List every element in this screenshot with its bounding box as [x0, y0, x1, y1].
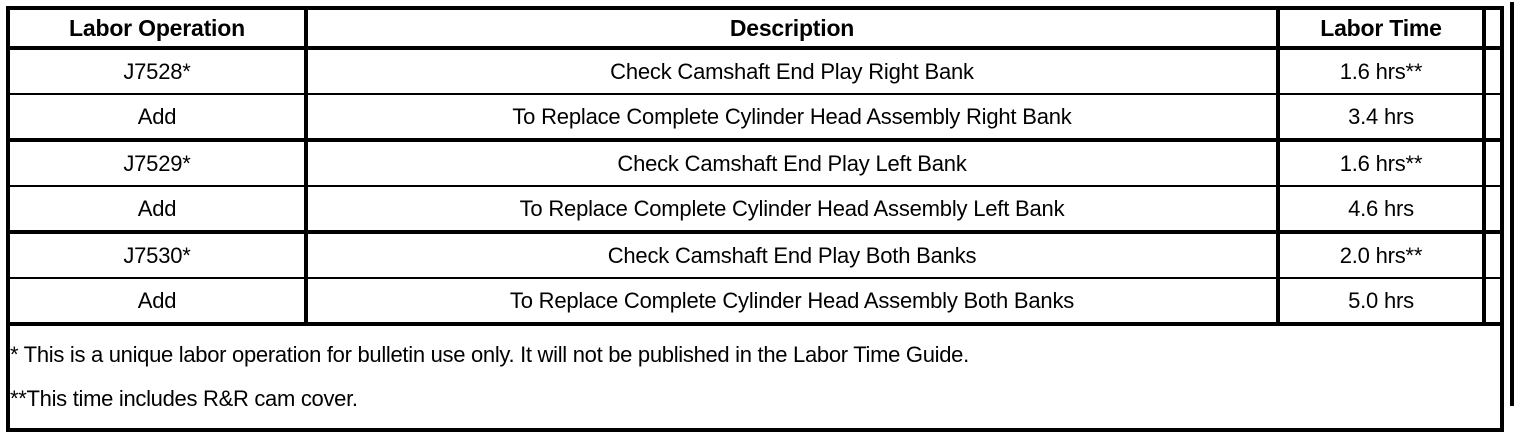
cell-labor-time: 2.0 hrs**	[1278, 232, 1486, 279]
cell-description: To Replace Complete Cylinder Head Assemb…	[306, 94, 1280, 142]
cell-labor-operation: J7530*	[8, 232, 308, 279]
column-header-labor-operation: Labor Operation	[8, 8, 308, 50]
cell-description: To Replace Complete Cylinder Head Assemb…	[306, 186, 1280, 234]
cell-labor-operation: Add	[8, 278, 308, 326]
footnotes-container: * This is a unique labor operation for b…	[8, 324, 1502, 430]
labor-operations-table: Labor Operation Description Labor Time J…	[6, 6, 1504, 432]
cell-spacer	[1484, 278, 1502, 326]
cell-spacer	[1484, 48, 1502, 95]
cell-labor-operation: J7528*	[8, 48, 308, 95]
cell-labor-time: 5.0 hrs	[1278, 278, 1486, 326]
labor-time-table-page: Labor Operation Description Labor Time J…	[6, 2, 1514, 432]
table-header: Labor Operation Description Labor Time	[8, 8, 1502, 50]
cell-labor-time: 1.6 hrs**	[1278, 140, 1486, 187]
footnote-double-asterisk: **This time includes R&R cam cover.	[10, 386, 358, 411]
column-header-description: Description	[306, 8, 1280, 50]
cell-description: Check Camshaft End Play Right Bank	[306, 48, 1280, 95]
footnotes-row: * This is a unique labor operation for b…	[8, 324, 1502, 430]
table-body: J7528* Check Camshaft End Play Right Ban…	[8, 48, 1502, 430]
table-row: J7529* Check Camshaft End Play Left Bank…	[8, 140, 1502, 187]
page-right-edge-rule	[1510, 2, 1514, 406]
cell-description: To Replace Complete Cylinder Head Assemb…	[306, 278, 1280, 326]
cell-spacer	[1484, 140, 1502, 187]
table-row: J7530* Check Camshaft End Play Both Bank…	[8, 232, 1502, 279]
cell-labor-time: 3.4 hrs	[1278, 94, 1486, 142]
footnote-single-asterisk: * This is a unique labor operation for b…	[10, 342, 969, 367]
footnote-spacer	[10, 369, 1500, 385]
table-row: Add To Replace Complete Cylinder Head As…	[8, 278, 1502, 326]
header-row: Labor Operation Description Labor Time	[8, 8, 1502, 50]
table-row: Add To Replace Complete Cylinder Head As…	[8, 94, 1502, 142]
column-header-spacer	[1484, 8, 1502, 50]
table-row: Add To Replace Complete Cylinder Head As…	[8, 186, 1502, 234]
cell-labor-operation: J7529*	[8, 140, 308, 187]
cell-labor-time: 1.6 hrs**	[1278, 48, 1486, 95]
cell-spacer	[1484, 186, 1502, 234]
table-row: J7528* Check Camshaft End Play Right Ban…	[8, 48, 1502, 95]
cell-labor-operation: Add	[8, 94, 308, 142]
cell-labor-operation: Add	[8, 186, 308, 234]
cell-spacer	[1484, 232, 1502, 279]
cell-description: Check Camshaft End Play Left Bank	[306, 140, 1280, 187]
column-header-labor-time: Labor Time	[1278, 8, 1486, 50]
cell-labor-time: 4.6 hrs	[1278, 186, 1486, 234]
cell-spacer	[1484, 94, 1502, 142]
cell-description: Check Camshaft End Play Both Banks	[306, 232, 1280, 279]
